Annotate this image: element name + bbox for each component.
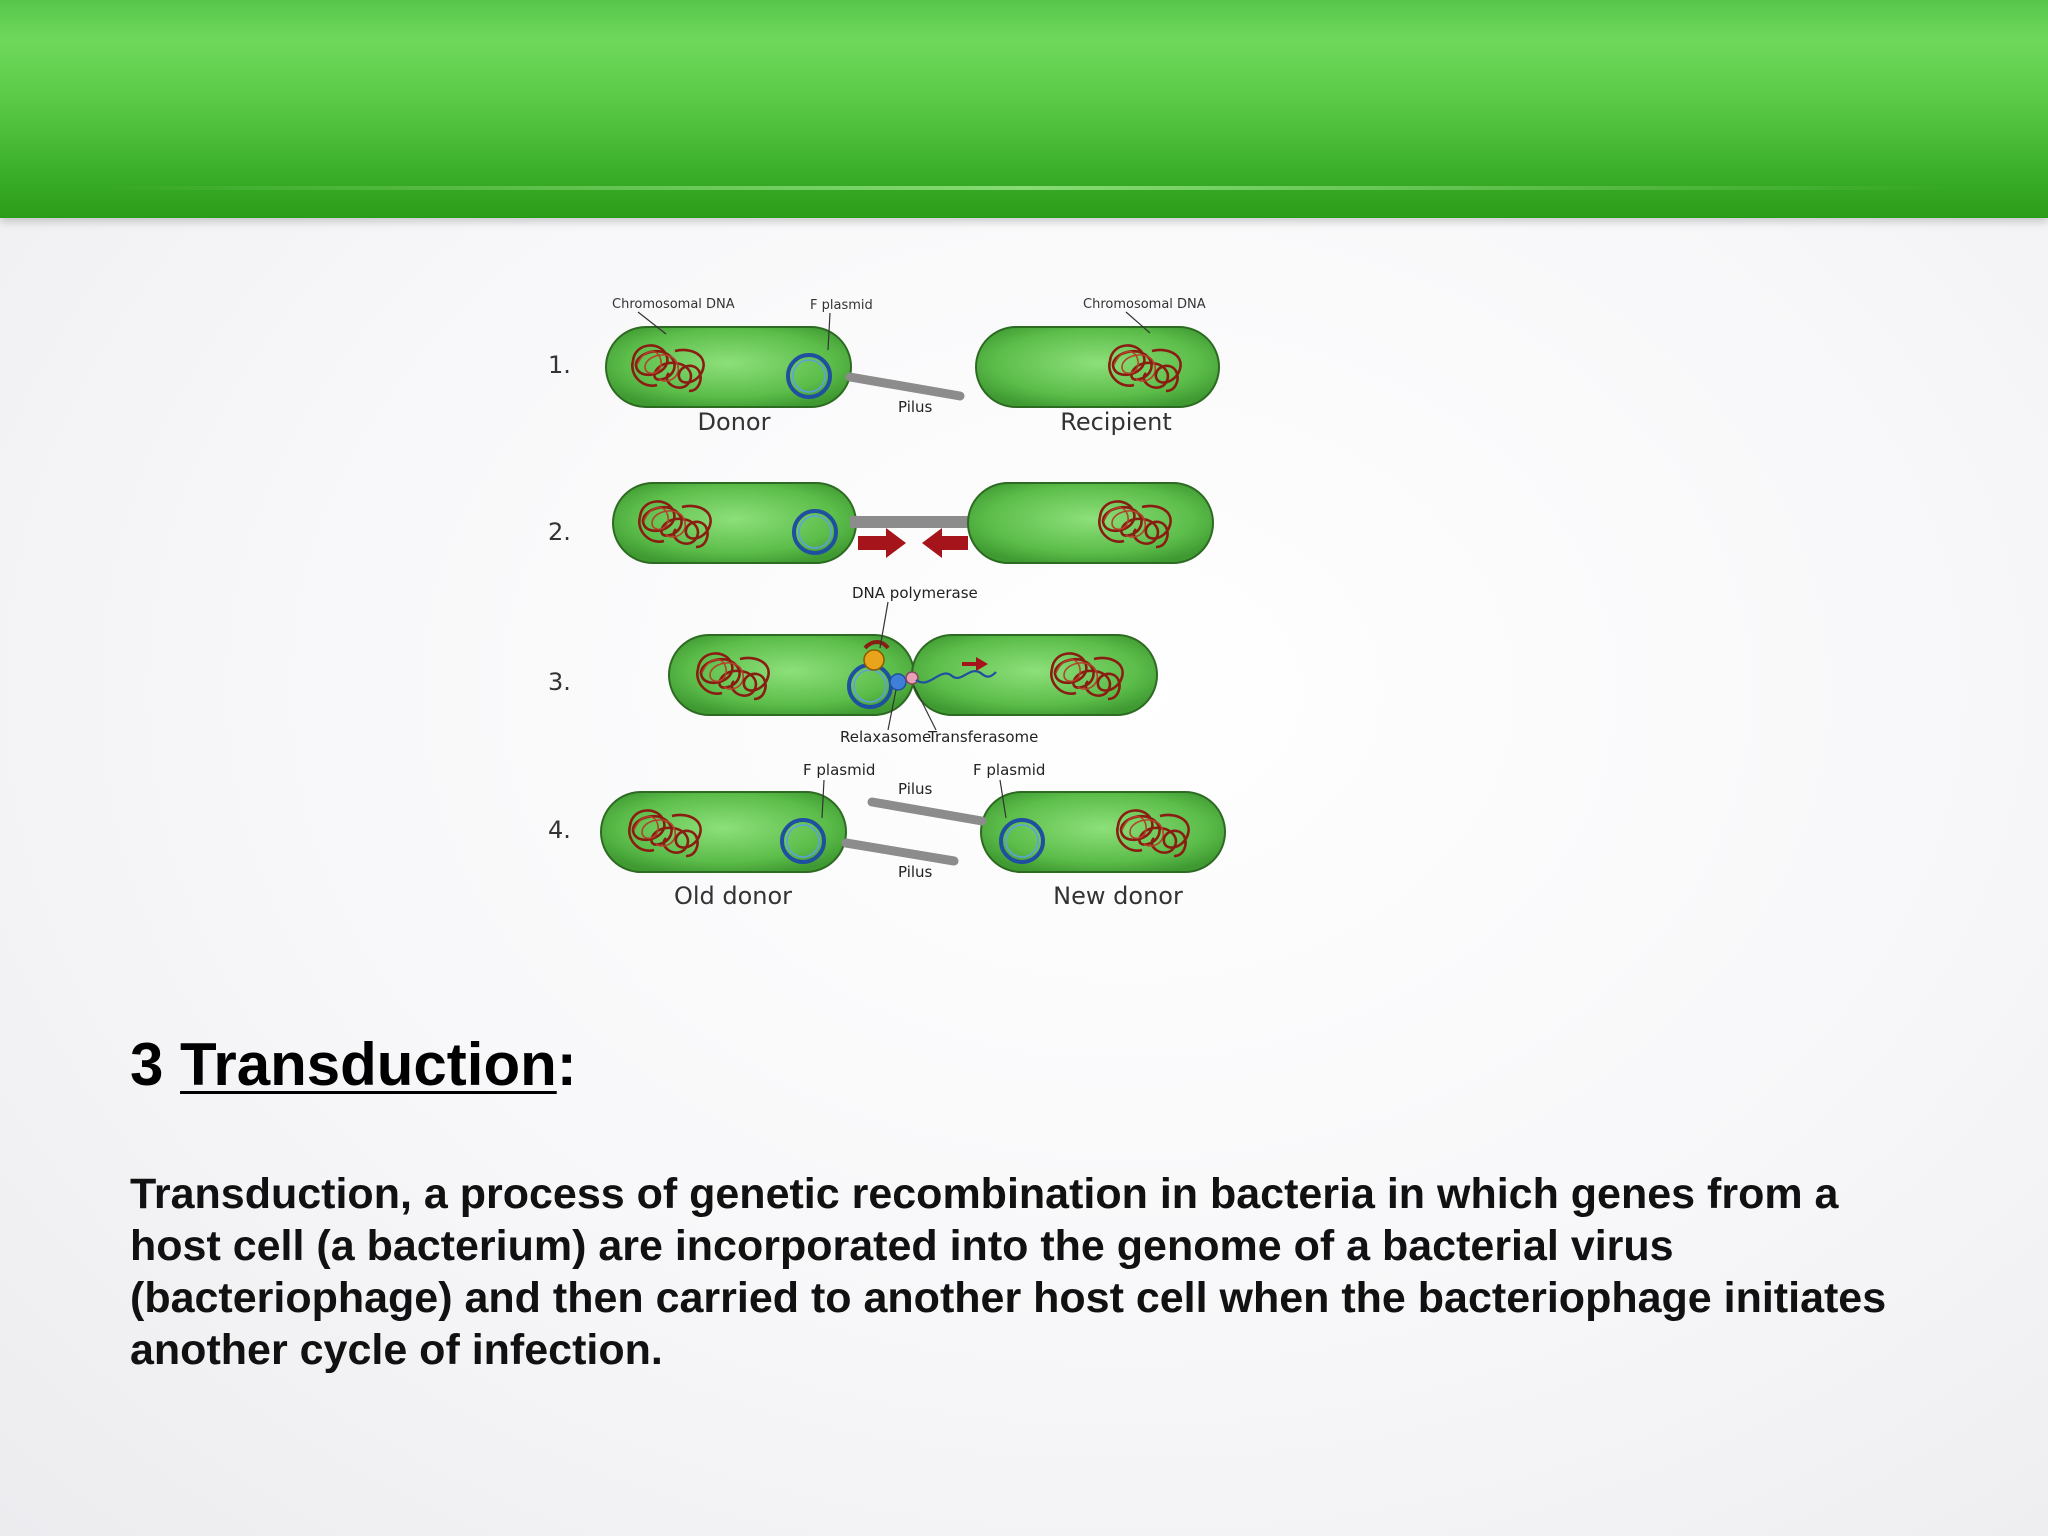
old-donor-label: Old donor [674,882,792,910]
step-3-donor-cell [668,634,915,716]
relaxasome-label: Relaxasome [840,728,931,746]
relaxasome-shape [889,673,907,691]
step-4-label: 4. [548,816,571,844]
dna-polymerase-shape [863,649,885,671]
step-3-arrow [962,657,988,671]
recipient-label: Recipient [1060,408,1172,436]
step-1-label: 1. [548,351,571,379]
header-shine [100,186,1948,190]
conjugation-diagram: 1. 2. 3. 4. Chromosomal DNA F plasmid Ch… [548,297,1226,910]
step-2-pilus [850,516,972,528]
transferasome-label: Transferasome [927,728,1038,746]
transferred-dna-strand [915,670,997,684]
dna-polymerase-label: DNA polymerase [852,584,978,602]
step-4-pilus-new [867,797,987,826]
step-1-donor-cell [605,326,852,408]
header-band [0,0,2048,218]
step-1-pilus [845,372,965,401]
section-title-colon: : [556,1031,577,1098]
chromosomal-dna-label-donor: Chromosomal DNA [612,297,735,312]
f-plasmid-label-top: F plasmid [810,298,873,313]
transferasome-shape [905,671,919,685]
step-4-old-donor-cell [600,791,847,873]
step-2-arrow-right [858,528,906,558]
step-2-donor-cell [612,482,857,564]
step-4-pilus-old [841,838,959,866]
section-title: 3 Transduction: [130,1030,577,1099]
transduction-definition: Transduction, a process of genetic recom… [130,1170,1887,1374]
step-2-recipient-cell [967,482,1214,564]
pilus-label-4b: Pilus [898,863,933,881]
step-2-arrow-left [922,528,968,558]
donor-label: Donor [698,408,771,436]
step-4-new-donor-cell [980,791,1226,873]
pilus-label-4a: Pilus [898,780,933,798]
pilus-label-1: Pilus [898,398,933,416]
step-3-label: 3. [548,668,571,696]
section-title-text: Transduction [180,1031,557,1098]
step-1-recipient-cell [975,326,1220,408]
f-plasmid-label-old: F plasmid [803,761,875,779]
chromosomal-dna-label-recipient: Chromosomal DNA [1083,297,1206,312]
section-number: 3 [130,1031,164,1098]
step-2-label: 2. [548,518,571,546]
f-plasmid-label-new: F plasmid [973,761,1045,779]
new-donor-label: New donor [1053,882,1183,910]
